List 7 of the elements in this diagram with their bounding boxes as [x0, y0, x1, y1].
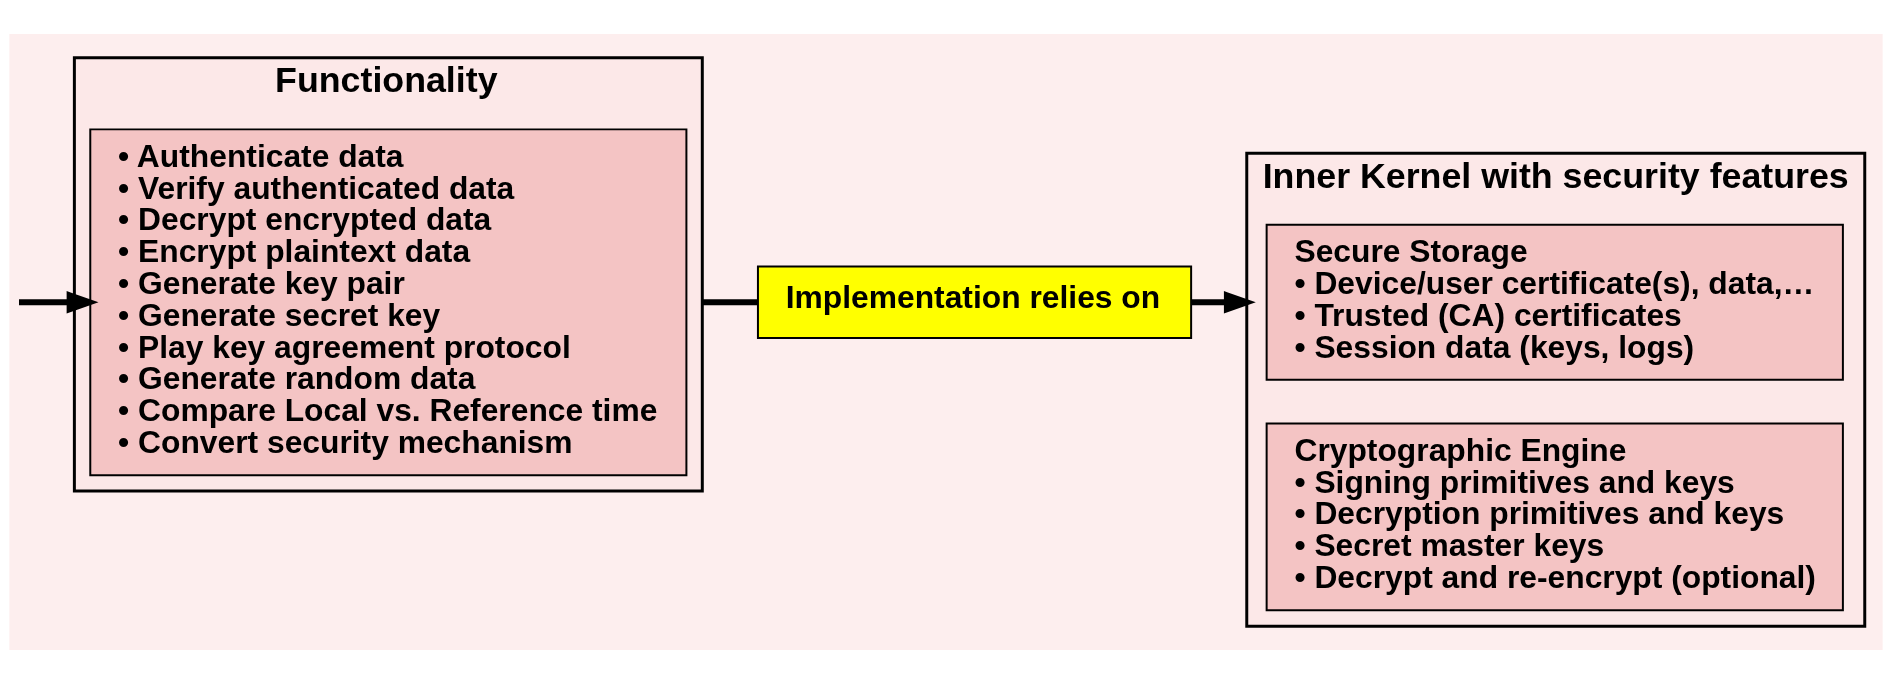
connector — [702, 298, 758, 305]
arrow — [19, 290, 99, 313]
node-box: Implementation relies on — [756, 265, 1193, 339]
node-box: Secure Storage • Device/user certificate(s), data,… • Trusted (CA) certificates • Session data (keys, logs) — [1265, 223, 1844, 381]
node-box: • Authenticate data • Verify authenticated data • Decrypt encrypted data • Encrypt plaintext data • Generate key pair • Generate secret key • Play key agreement protocol • Generate random data • Compare Local vs. Reference time • Convert security mechanism — [89, 127, 688, 476]
arrow — [1191, 290, 1256, 313]
node-box: Cryptographic Engine • Signing primitives and keys • Decryption primitives and keys • Secret master keys • Decrypt and re-encrypt (optional) — [1265, 421, 1844, 611]
